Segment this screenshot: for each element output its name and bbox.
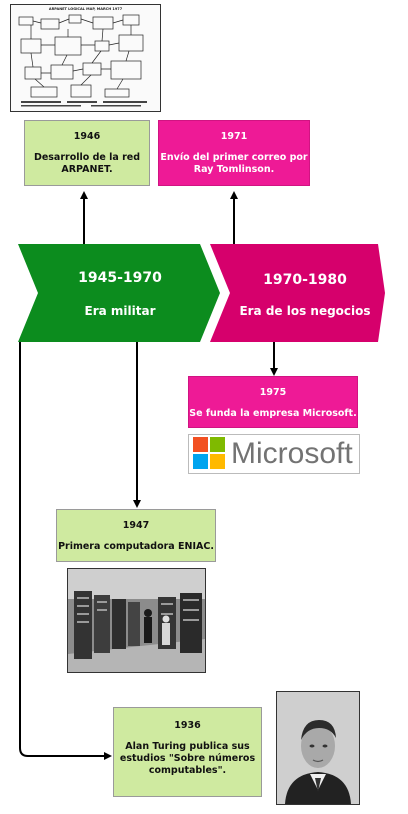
alan-turing-portrait [276,691,360,805]
event-box-1946: 1946 Desarrollo de la red ARPANET. [24,120,150,186]
event-box-1936: 1936 Alan Turing publica sus estudios "S… [113,707,262,797]
event-text-1947: Primera computadora ENIAC. [58,540,214,552]
event-box-1975: 1975 Se funda la empresa Microsoft. [188,376,358,428]
event-year-1971: 1971 [220,131,248,142]
microsoft-logo: Microsoft [188,434,360,474]
era-business-years: 1970-1980 [263,272,347,288]
arrow-to-1936 [19,342,112,760]
era-banner-business [210,244,385,342]
microsoft-logo-text: Microsoft [231,437,353,470]
event-text-1975: Se funda la empresa Microsoft. [189,407,357,419]
event-year-1946: 1946 [73,131,101,142]
event-year-1936: 1936 [174,720,201,731]
microsoft-logo-square-blue [193,454,208,469]
era-business-label: 1970-1980 Era de los negocios [225,244,385,342]
era-business-name: Era de los negocios [239,304,371,318]
eniac-photo [67,568,206,673]
era-military-name: Era militar [84,304,156,318]
alan-turing-portrait-drawing [277,692,359,804]
microsoft-logo-square-yellow [210,454,225,469]
arpanet-network-drawing [18,14,147,107]
event-year-1947: 1947 [122,520,150,531]
event-text-1946: Desarrollo de la red ARPANET. [33,151,141,175]
event-box-1947: 1947 Primera computadora ENIAC. [56,509,216,562]
microsoft-logo-square-red [193,437,208,452]
era-military-label: 1945-1970 Era militar [40,244,200,342]
arpanet-map-image: ARPANET LOGICAL MAP, MARCH 1977 [10,4,161,112]
event-year-1975: 1975 [259,387,287,398]
event-text-1971: Envío del primer correo por Ray Tomlinso… [160,151,308,175]
era-military-years: 1945-1970 [78,270,162,286]
event-text-1936: Alan Turing publica sus estudios "Sobre … [119,740,256,776]
era-banner-military [18,244,220,342]
arpanet-map-title: ARPANET LOGICAL MAP, MARCH 1977 [48,7,123,11]
eniac-photo-drawing [68,569,205,672]
microsoft-logo-square-green [210,437,225,452]
event-box-1971: 1971 Envío del primer correo por Ray Tom… [158,120,310,186]
